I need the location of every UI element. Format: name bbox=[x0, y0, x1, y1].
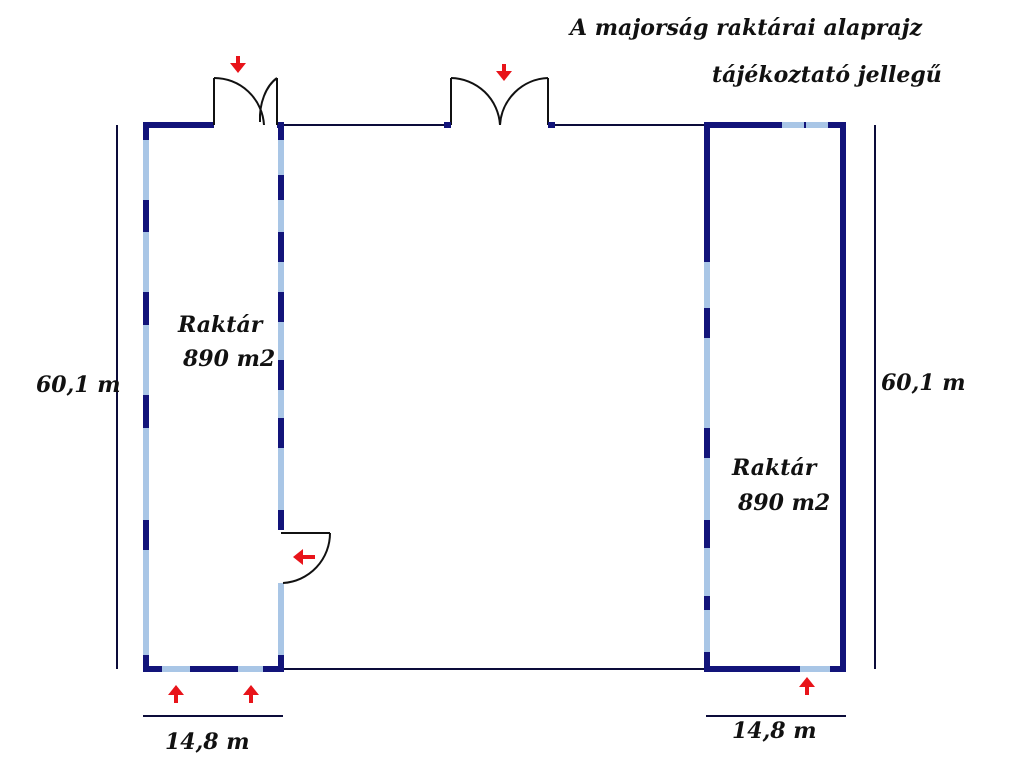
arrow-up-icon bbox=[168, 685, 184, 703]
door-side-left bbox=[281, 532, 332, 584]
arrow-up-icon bbox=[799, 677, 815, 695]
left-room-name: Raktár bbox=[177, 312, 264, 338]
entrance-arrows bbox=[168, 56, 815, 703]
arrow-down-icon bbox=[496, 64, 512, 81]
plan-title: A majorság raktárai alaprajz bbox=[568, 15, 923, 41]
arrow-up-icon bbox=[243, 685, 259, 703]
arrow-left-icon bbox=[293, 549, 315, 565]
right-height-label: 60,1 m bbox=[881, 370, 966, 396]
dimension-lines bbox=[116, 125, 876, 717]
door-top-middle-jamb-right bbox=[548, 122, 555, 128]
right-width-label: 14,8 m bbox=[732, 718, 817, 744]
left-height-label: 60,1 m bbox=[36, 372, 121, 398]
plan-subtitle: tájékoztató jellegű bbox=[712, 62, 942, 88]
left-room-area: 890 m2 bbox=[182, 346, 275, 372]
middle-hall-outline bbox=[280, 124, 707, 670]
door-top-middle-jamb-left bbox=[444, 122, 451, 128]
left-warehouse bbox=[143, 122, 284, 672]
right-warehouse bbox=[704, 122, 846, 672]
door-top-middle bbox=[450, 77, 549, 126]
arrow-down-icon bbox=[230, 56, 246, 73]
left-width-label: 14,8 m bbox=[165, 729, 250, 755]
door-top-left bbox=[213, 76, 278, 126]
right-room-name: Raktár bbox=[731, 455, 818, 481]
right-room-area: 890 m2 bbox=[737, 490, 830, 516]
